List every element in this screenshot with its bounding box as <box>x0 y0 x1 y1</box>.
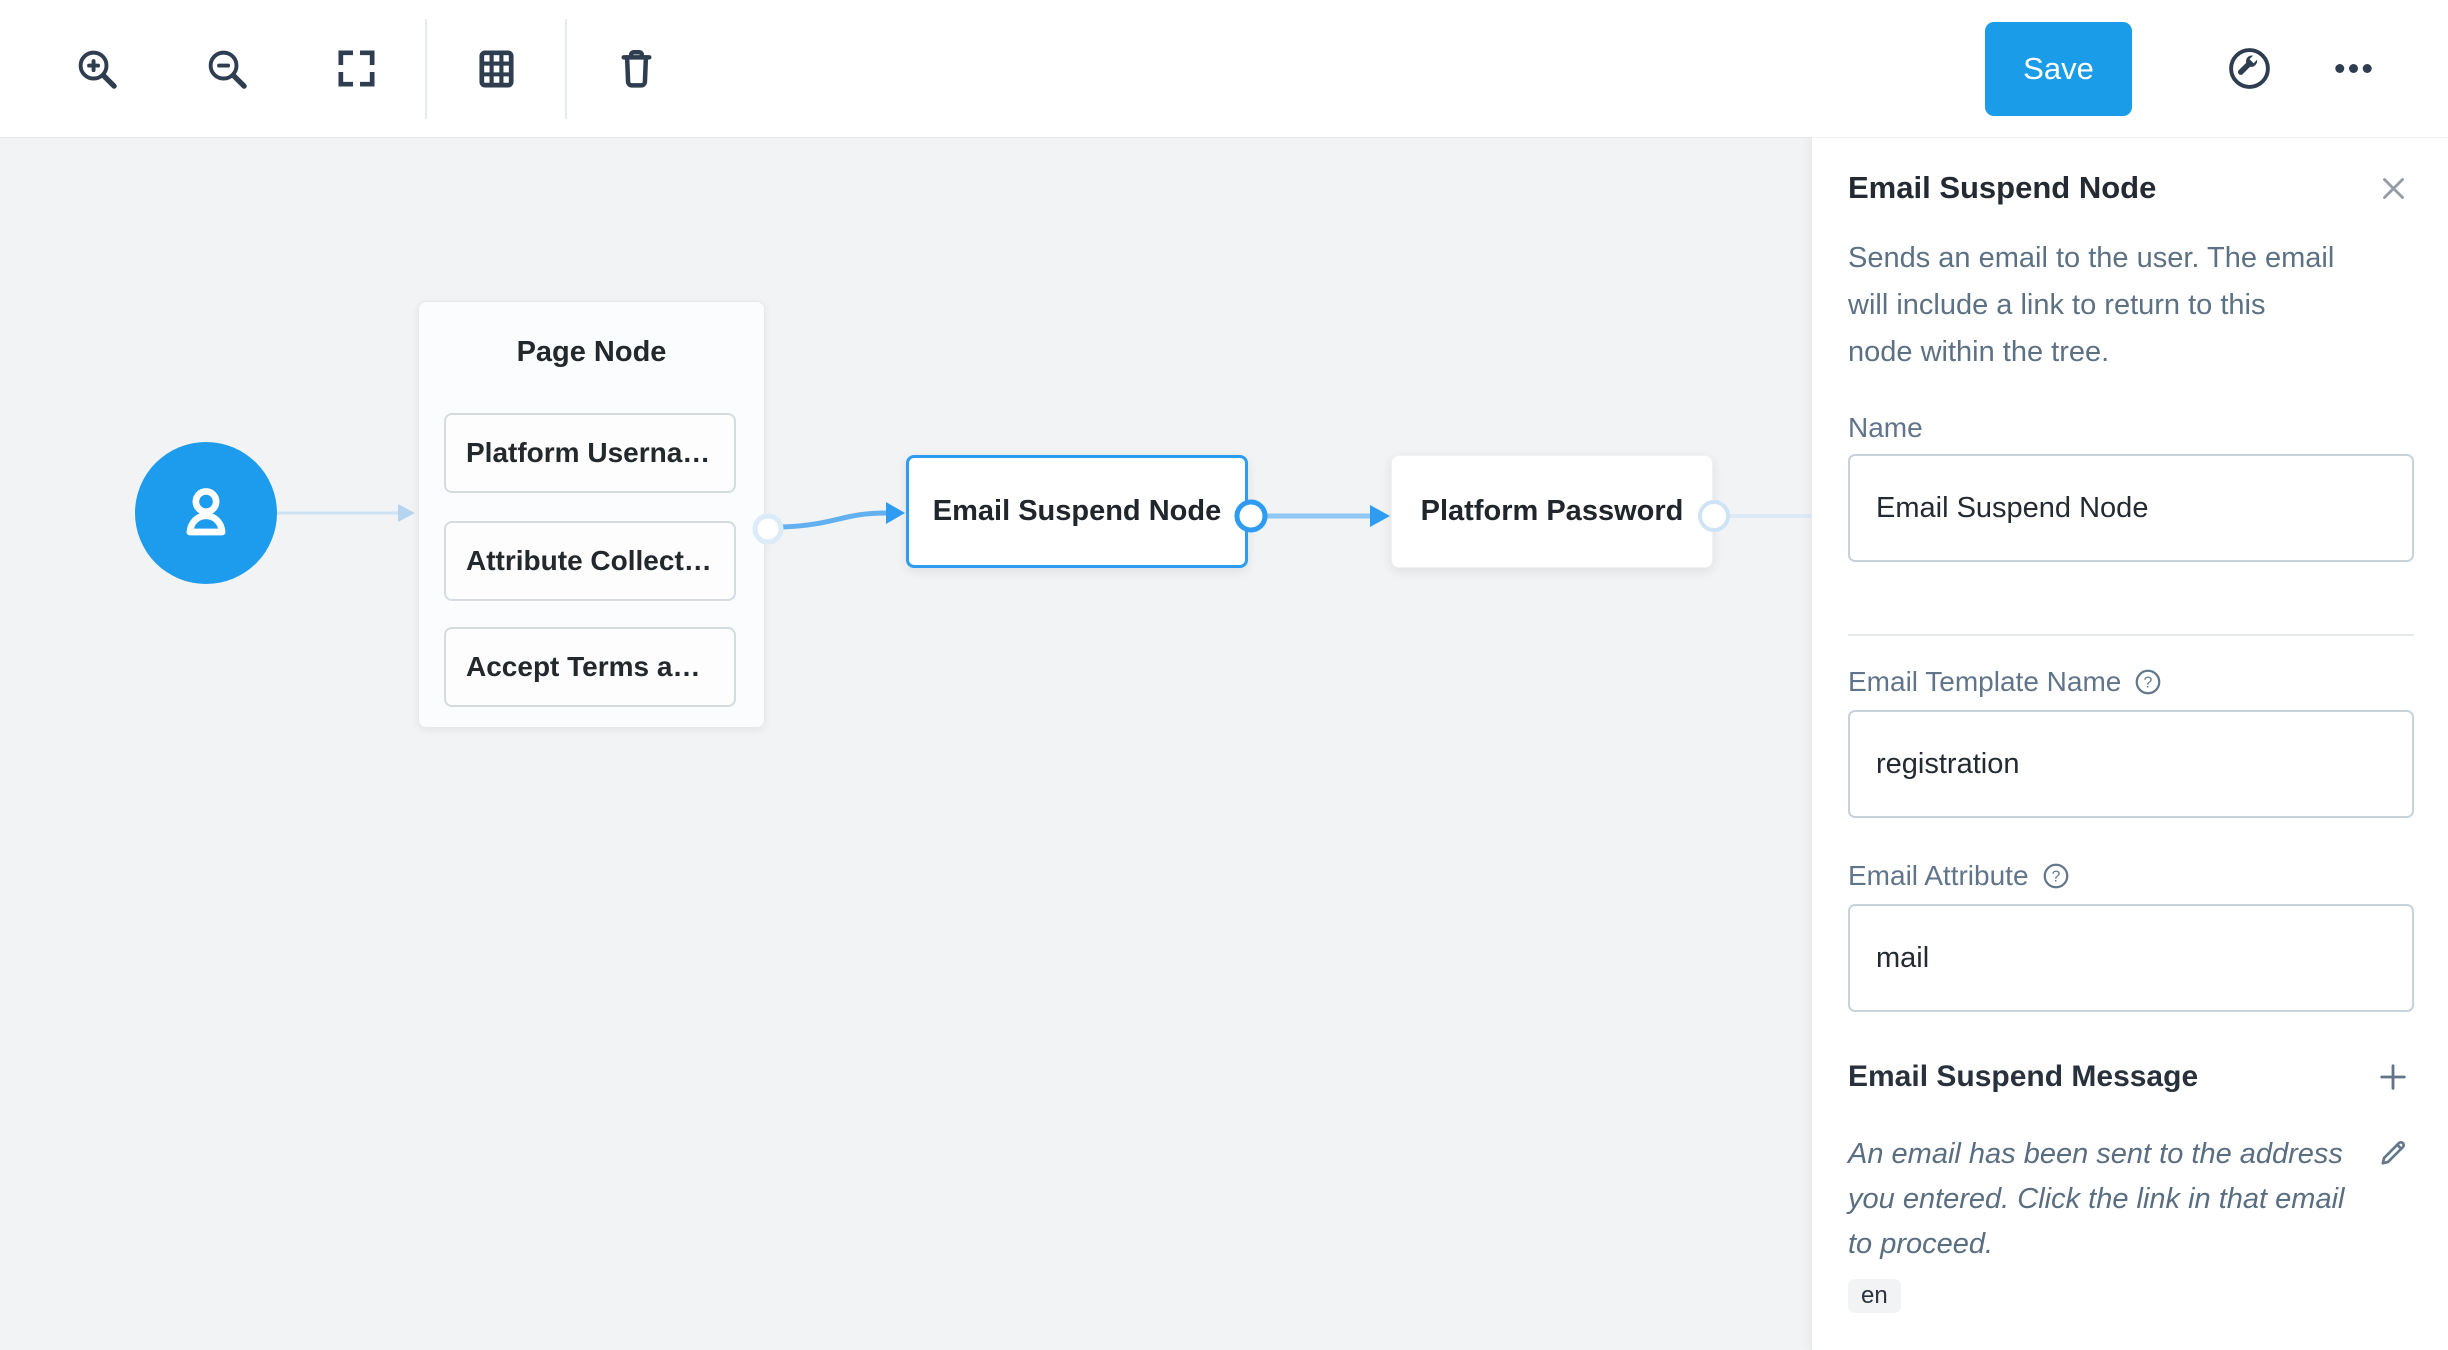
page-node-item-attribute-collector[interactable]: Attribute Collect… <box>444 521 736 601</box>
email-attribute-label: Email Attribute ? <box>1848 860 2414 892</box>
delete-button[interactable] <box>607 40 665 98</box>
zoom-in-button[interactable] <box>67 40 125 98</box>
grid-icon <box>478 50 514 88</box>
email-suspend-message-heading: Email Suspend Message <box>1848 1060 2199 1093</box>
grid-button[interactable] <box>467 40 525 98</box>
message-line: An email has been sent to the address <box>1848 1138 2343 1170</box>
edge-page-to-esn <box>779 510 889 530</box>
platform-password-node[interactable]: Platform Password <box>1391 455 1713 568</box>
page-node-title: Page Node <box>516 336 667 368</box>
help-icon[interactable]: ? <box>2041 861 2071 891</box>
email-template-name-input[interactable] <box>1848 710 2414 818</box>
toolbar-separator <box>425 18 427 119</box>
more-options-button[interactable] <box>2324 40 2382 98</box>
page-node[interactable]: Page Node Platform Userna… Attribute Col… <box>418 301 765 728</box>
email-attribute-label-text: Email Attribute <box>1848 860 2029 891</box>
edge-esn-arrowhead <box>1370 505 1390 527</box>
email-template-label-text: Email Template Name <box>1848 666 2122 697</box>
page-node-item-accept-terms[interactable]: Accept Terms a… <box>444 627 736 707</box>
edge-start-arrowhead <box>398 504 415 522</box>
description-line: will include a link to return to this <box>1848 289 2266 321</box>
page-node-item-platform-username[interactable]: Platform Userna… <box>444 413 736 493</box>
fit-to-screen-button[interactable] <box>327 40 385 98</box>
flow-edges <box>277 499 1811 545</box>
toolbar-right-group: Save <box>1985 21 2448 116</box>
message-line: to proceed. <box>1848 1228 1994 1260</box>
start-node[interactable] <box>135 442 277 584</box>
panel-divider <box>1848 634 2414 636</box>
user-icon <box>186 488 226 536</box>
toolbar-separator <box>565 18 567 119</box>
suspend-message-text: An email has been sent to the address yo… <box>1848 1132 2344 1267</box>
toolbar: Save <box>0 0 2448 137</box>
help-icon[interactable]: ? <box>2133 667 2163 697</box>
email-template-name-label: Email Template Name ? <box>1848 666 2414 698</box>
zoom-out-button[interactable] <box>197 40 255 98</box>
email-suspend-node[interactable]: Email Suspend Node <box>906 455 1248 568</box>
panel-header: Email Suspend Node <box>1848 167 2414 209</box>
node-description: Sends an email to the user. The email wi… <box>1848 235 2414 376</box>
panel-title: Email Suspend Node <box>1848 170 2157 205</box>
message-row: An email has been sent to the address yo… <box>1848 1132 2414 1267</box>
add-message-button[interactable] <box>2372 1056 2414 1098</box>
email-suspend-message-section: Email Suspend Message <box>1848 1056 2414 1098</box>
edit-message-button[interactable] <box>2372 1132 2414 1174</box>
zoom-in-icon <box>78 50 117 89</box>
wrench-circle-icon <box>2228 48 2270 89</box>
name-label-text: Name <box>1848 412 1923 443</box>
svg-text:?: ? <box>2051 869 2060 886</box>
message-line: you entered. Click the link in that emai… <box>1848 1183 2345 1215</box>
description-line: node within the tree. <box>1848 336 2110 368</box>
build-options-button[interactable] <box>2220 40 2278 98</box>
tree-canvas[interactable]: Page Node Platform Userna… Attribute Col… <box>0 137 1811 1350</box>
close-icon <box>2382 177 2404 199</box>
description-line: Sends an email to the user. The email <box>1848 242 2335 274</box>
toolbar-left-group <box>0 18 665 119</box>
pencil-icon <box>2381 1140 2406 1165</box>
ellipsis-icon <box>2334 63 2372 74</box>
close-panel-button[interactable] <box>2372 167 2414 209</box>
zoom-out-icon <box>208 50 247 89</box>
trash-icon <box>621 49 651 88</box>
fit-to-screen-icon <box>337 50 375 87</box>
locale-badge: en <box>1848 1279 1901 1313</box>
name-field-label: Name <box>1848 412 2414 444</box>
name-input[interactable] <box>1848 454 2414 562</box>
plus-icon <box>2380 1064 2406 1090</box>
save-button[interactable]: Save <box>1985 21 2132 116</box>
edge-page-arrowhead <box>886 502 905 524</box>
svg-text:?: ? <box>2144 675 2153 692</box>
email-attribute-input[interactable] <box>1848 904 2414 1012</box>
node-config-panel: Email Suspend Node Sends an email to the… <box>1811 137 2448 1350</box>
